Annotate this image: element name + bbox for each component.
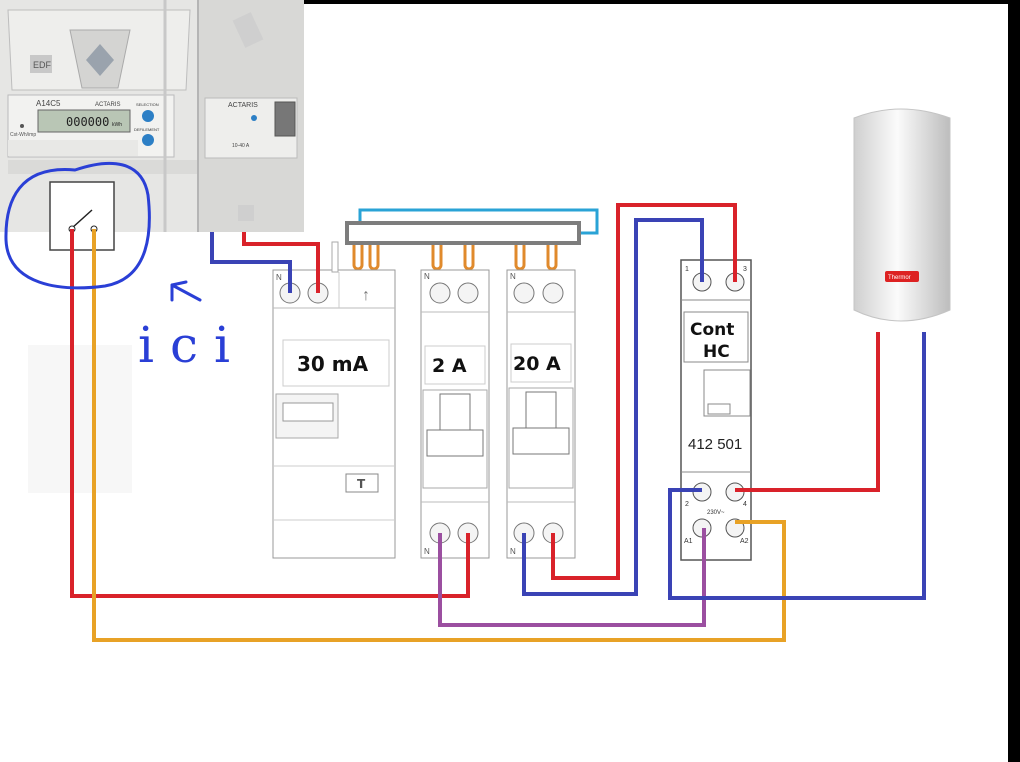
breaker-20a-toggle	[525, 391, 557, 435]
contactor-term-a2: A2	[740, 538, 749, 545]
heater-badge-text: Thermor	[888, 275, 911, 281]
comb-busbar	[345, 208, 599, 271]
meter-display	[37, 109, 131, 133]
annotation-note: ici	[138, 316, 246, 374]
relay-switch-box	[49, 181, 115, 251]
rcd-neutral-mark: N	[276, 273, 282, 282]
breaker-20a-label: 20 A	[513, 353, 561, 375]
annotation: ici	[4, 161, 246, 374]
wire-control-pilot	[92, 229, 786, 642]
contactor-term-a1: A1	[684, 538, 693, 545]
top-border	[300, 0, 1020, 4]
wire-coil-return	[438, 528, 706, 627]
relay-rating: 10-40 A	[232, 143, 250, 149]
scroll-button-icon	[142, 134, 154, 146]
breaker-20a-module: N 20 A N	[506, 269, 576, 559]
contactor-ref: 412 501	[688, 436, 742, 453]
meter-display-value: 000000	[66, 115, 109, 129]
breaker-20a-neutral-mark-top: N	[510, 272, 516, 281]
rcd-rating-label: 30 mA	[297, 352, 369, 376]
breaker-2a-neutral-mark-top: N	[424, 272, 430, 281]
meter-select-label: SELECTION	[136, 102, 159, 107]
contactor-term-1: 1	[685, 266, 689, 273]
water-heater: Thermor	[853, 108, 951, 322]
meter-maker: ACTARIS	[95, 102, 121, 108]
right-border	[1008, 0, 1020, 762]
switch-contact-icon	[71, 209, 93, 229]
contactor-term-2: 2	[685, 501, 689, 508]
select-button-icon	[142, 110, 154, 122]
comb-teeth	[352, 245, 558, 271]
breaker-2a-label: 2 A	[432, 355, 467, 377]
breaker-2a-neutral-mark-bottom: N	[424, 547, 430, 556]
contactor-coil-label: 230V~	[707, 510, 725, 516]
contactor-module: 1 3 Cont HC 412 501 2 4 230V~ A1 A2	[680, 259, 752, 561]
wire-contactor-phase-in	[551, 203, 737, 580]
faint-panel	[28, 345, 132, 493]
relay-tag	[232, 12, 264, 48]
rcd-module: ↑ N 30 mA T	[272, 241, 396, 559]
annotation-arrow-icon	[170, 280, 202, 302]
comb-phase-bar	[345, 221, 581, 245]
rcd-test-button	[345, 473, 379, 493]
contactor-term-4: 4	[743, 501, 747, 508]
relay-brand: ACTARIS	[228, 102, 258, 109]
meter-const-label: Cst-Wh/imp	[10, 132, 36, 138]
breaker-2a-toggle	[439, 393, 471, 437]
contactor-term-3: 3	[743, 266, 747, 273]
wire-relay-phase	[70, 229, 470, 598]
meter-model: A14C5	[36, 99, 61, 108]
meter-brand-edf: EDF	[33, 60, 52, 70]
relay-screw	[238, 205, 254, 221]
meter-seal-icon	[86, 44, 114, 76]
wires	[70, 203, 926, 642]
meter-photo: EDF A14C5 ACTARIS 000000 kWh SELECTION D…	[0, 0, 304, 251]
breaker-20a-neutral-mark-bottom: N	[510, 547, 516, 556]
meter-scroll-label: DEFILEMENT	[134, 127, 160, 132]
contactor-label-line1: Cont	[690, 320, 734, 340]
wire-heater-phase	[735, 332, 880, 492]
rcd-test-label: T	[357, 477, 366, 491]
breaker-2a-module: N 2 A N	[420, 269, 490, 559]
wire-meter-neutral	[210, 232, 292, 293]
heater-badge	[885, 271, 919, 282]
wire-contactor-neutral-in	[522, 218, 704, 596]
contactor-label-line2: HC	[703, 342, 730, 362]
meter-unit: kWh	[112, 122, 122, 128]
rcd-arrow-icon: ↑	[362, 287, 370, 304]
comb-neutral-bar	[358, 208, 599, 235]
wire-heater-neutral	[668, 332, 926, 600]
wire-meter-phase	[242, 232, 320, 293]
annotation-circle	[4, 161, 151, 290]
